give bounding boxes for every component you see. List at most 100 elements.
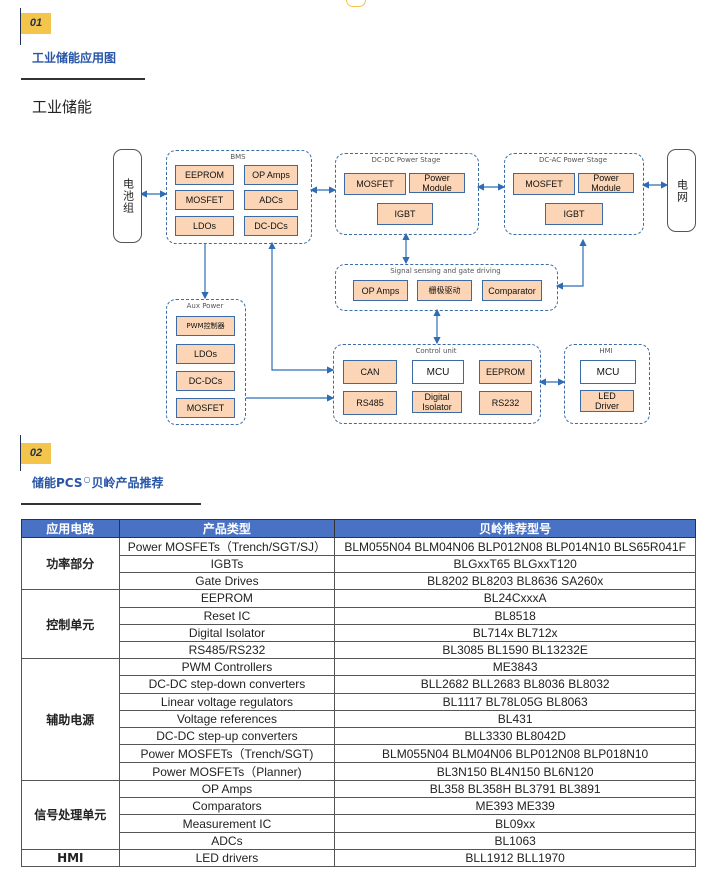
- hmi-mcu: MCU: [580, 360, 636, 384]
- recommended-models-cell: BL714x BL712x: [334, 623, 696, 642]
- dcdc-stage-label: DC-DC Power Stage: [371, 156, 441, 164]
- section-01-bracket: [20, 8, 21, 45]
- control-unit-group: [333, 344, 541, 424]
- category-cell: 功率部分: [21, 536, 120, 591]
- control-unit-label: Control unit: [415, 347, 457, 355]
- aux-mosfet: MOSFET: [176, 398, 235, 418]
- signal-op-amps: OP Amps: [353, 280, 408, 301]
- aux-ldos: LDOs: [176, 344, 235, 364]
- product-type-cell: Gate Drives: [118, 572, 336, 591]
- recommended-models-cell: BLL3330 BL8042D: [334, 726, 696, 746]
- recommended-models-cell: BL431: [334, 709, 696, 728]
- header-application: 应用电路: [21, 519, 120, 538]
- bms-op-amps: OP Amps: [244, 165, 298, 185]
- battery-pack: 电池组: [113, 149, 142, 243]
- recommended-models-cell: BL3N150 BL4N150 BL6N120: [334, 762, 696, 782]
- recommended-models-cell: BLM055N04 BLM04N06 BLP012N08 BLP014N10 B…: [334, 537, 696, 556]
- recommended-models-cell: BLL1912 BLL1970: [334, 848, 696, 868]
- product-type-cell: Linear voltage regulators: [118, 692, 336, 711]
- system-diagram: 电池组 电网 BMS EEPROM OP Amps MOSFET ADCs LD…: [0, 0, 724, 440]
- table-row: Power MOSFETs（Trench/SGT)BLM055N04 BLM04…: [22, 744, 696, 764]
- power-grid: 电网: [667, 149, 696, 232]
- product-type-cell: LED drivers: [118, 848, 336, 868]
- table-row: Power MOSFETs（Planner)BL3N150 BL4N150 BL…: [22, 762, 696, 782]
- search-icon: ○: [83, 475, 91, 484]
- recommended-models-cell: BLL2682 BLL2683 BL8036 BL8032: [334, 675, 696, 694]
- control-digital-isolator: Digital Isolator: [412, 391, 462, 413]
- section-02-rule: [21, 503, 201, 505]
- section-01-badge: 01: [21, 13, 51, 34]
- page-subtitle: 工业储能: [32, 98, 93, 116]
- product-type-cell: ADCs: [118, 831, 336, 850]
- product-type-cell: Power MOSFETs（Trench/SGT/SJ）: [118, 537, 336, 556]
- recommended-models-cell: BL8518: [334, 606, 696, 625]
- product-type-cell: IGBTs: [118, 554, 336, 574]
- product-type-cell: PWM Controllers: [118, 658, 336, 677]
- dcdc-igbt: IGBT: [377, 203, 433, 225]
- product-type-cell: RS485/RS232: [118, 640, 336, 660]
- section-02-title: 储能PCS○贝岭产品推荐: [32, 474, 163, 491]
- product-type-cell: Comparators: [118, 797, 336, 816]
- recommended-models-cell: BL3085 BL1590 BL13232E: [334, 640, 696, 660]
- category-cell: 信号处理单元: [21, 780, 120, 850]
- control-eeprom: EEPROM: [479, 360, 532, 384]
- section-02-badge: 02: [21, 443, 51, 464]
- product-type-cell: OP Amps: [118, 780, 336, 799]
- section-01-rule: [21, 78, 145, 80]
- connection-lines: [139, 181, 669, 402]
- recommended-models-cell: BL358 BL358H BL3791 BL3891: [334, 780, 696, 799]
- control-rs232: RS232: [479, 391, 532, 415]
- signal-sensing-group: [335, 264, 558, 311]
- dcac-stage-group: [504, 153, 644, 235]
- dcac-igbt: IGBT: [545, 203, 603, 225]
- dcac-power-module: Power Module: [578, 173, 634, 193]
- dcdc-mosfet: MOSFET: [344, 173, 406, 195]
- category-cell: HMI: [21, 848, 120, 868]
- recommended-models-cell: ME393 ME339: [334, 797, 696, 816]
- aux-dc-dcs: DC-DCs: [176, 371, 235, 391]
- recommended-models-cell: ME3843: [334, 658, 696, 677]
- category-cell: 控制单元: [21, 589, 120, 660]
- recommended-models-cell: BL8202 BL8203 BL8636 SA260x: [334, 572, 696, 591]
- control-rs485: RS485: [343, 391, 397, 415]
- recommended-models-cell: BL09xx: [334, 814, 696, 833]
- product-type-cell: EEPROM: [118, 589, 336, 608]
- product-type-cell: DC-DC step-down converters: [118, 675, 336, 694]
- hmi-led-driver: LED Driver: [580, 390, 634, 412]
- section-02-title-main: 储能PCS: [32, 476, 83, 490]
- section-02-bracket: [20, 435, 21, 471]
- control-can: CAN: [343, 360, 397, 384]
- bms-group: [166, 150, 312, 244]
- product-type-cell: Digital Isolator: [118, 623, 336, 642]
- aux-power-label: Aux Power: [186, 302, 224, 310]
- bms-mosfet: MOSFET: [175, 190, 234, 210]
- header-product-type: 产品类型: [118, 519, 336, 538]
- product-type-cell: Reset IC: [118, 606, 336, 625]
- section-02-title-suffix: 贝岭产品推荐: [91, 476, 164, 490]
- recommended-models-cell: BLGxxT65 BLGxxT120: [334, 554, 696, 574]
- signal-sensing-label: Signal sensing and gate driving: [390, 267, 501, 275]
- product-type-cell: Power MOSFETs（Planner): [118, 762, 336, 782]
- bms-dc-dcs: DC-DCs: [244, 216, 298, 236]
- recommended-models-cell: BL24CxxxA: [334, 589, 696, 608]
- recommended-models-cell: BLM055N04 BLM04N06 BLP012N08 BLP018N10: [334, 744, 696, 764]
- bms-adcs: ADCs: [244, 190, 298, 210]
- dcdc-stage-group: [335, 153, 479, 235]
- product-type-cell: Power MOSFETs（Trench/SGT): [118, 744, 336, 764]
